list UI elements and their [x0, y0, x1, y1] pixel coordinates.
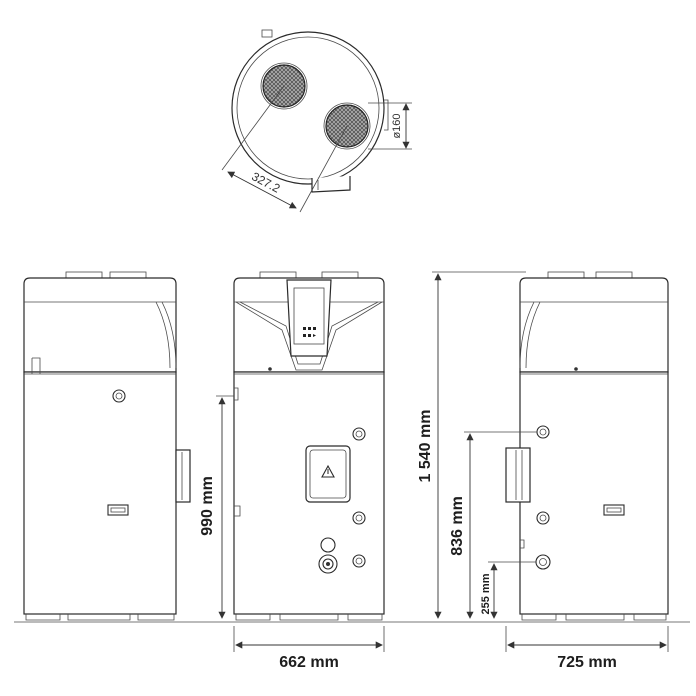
total-height-dimension: 1 540 mm [417, 271, 526, 619]
right-view-head-unit [519, 277, 669, 373]
right-view-pipe-2 [536, 511, 550, 525]
left-view-slot [107, 504, 129, 516]
duct-diameter-label: ø160 [391, 113, 403, 138]
left-view-side-bracket [175, 449, 191, 503]
top-view: 327.2 ø160 [221, 29, 412, 213]
left-view-sensor-port [112, 389, 126, 403]
right-view-tank [519, 371, 669, 615]
left-view-tank [23, 371, 177, 615]
front-view-pipe-5 [352, 554, 366, 568]
right-side-view: 836 mm 255 mm 725 mm [449, 271, 669, 671]
left-view-head-unit [23, 277, 177, 373]
right-view-feet [521, 614, 667, 621]
left-side-view [23, 271, 191, 621]
control-panel-display [293, 287, 325, 345]
duct-spacing-extension-1 [221, 85, 285, 171]
front-view-pipe-4 [318, 554, 338, 574]
right-view-side-bracket [505, 447, 531, 503]
front-view: 990 mm 662 mm [199, 271, 385, 671]
left-view-feet [25, 614, 175, 621]
left-view-handle [31, 357, 41, 374]
duct-inlet-ring [260, 62, 308, 110]
right-view-slot [603, 504, 625, 516]
height-255-label: 255 mm [480, 573, 492, 614]
warning-triangle-icon [321, 464, 335, 478]
top-view-bracket [311, 176, 351, 193]
duct-spacing-dimension-line [227, 171, 297, 209]
duct-outlet-ring [323, 102, 371, 150]
front-view-pipe-1 [352, 427, 366, 441]
front-view-pipe-2 [352, 511, 366, 525]
top-view-pipe-stub [261, 29, 273, 38]
control-panel-housing [286, 279, 332, 357]
total-height-label: 1 540 mm [417, 410, 434, 483]
width-662-label: 662 mm [279, 654, 339, 671]
height-990-label: 990 mm [199, 476, 216, 536]
top-view-inner-circle [236, 36, 380, 180]
depth-725-label: 725 mm [557, 654, 617, 671]
front-view-pipe-3 [320, 537, 336, 553]
height-836-label: 836 mm [449, 496, 466, 556]
front-view-feet [235, 614, 383, 621]
duct-spacing-extension-2 [299, 125, 348, 213]
control-panel-icon [303, 327, 316, 337]
